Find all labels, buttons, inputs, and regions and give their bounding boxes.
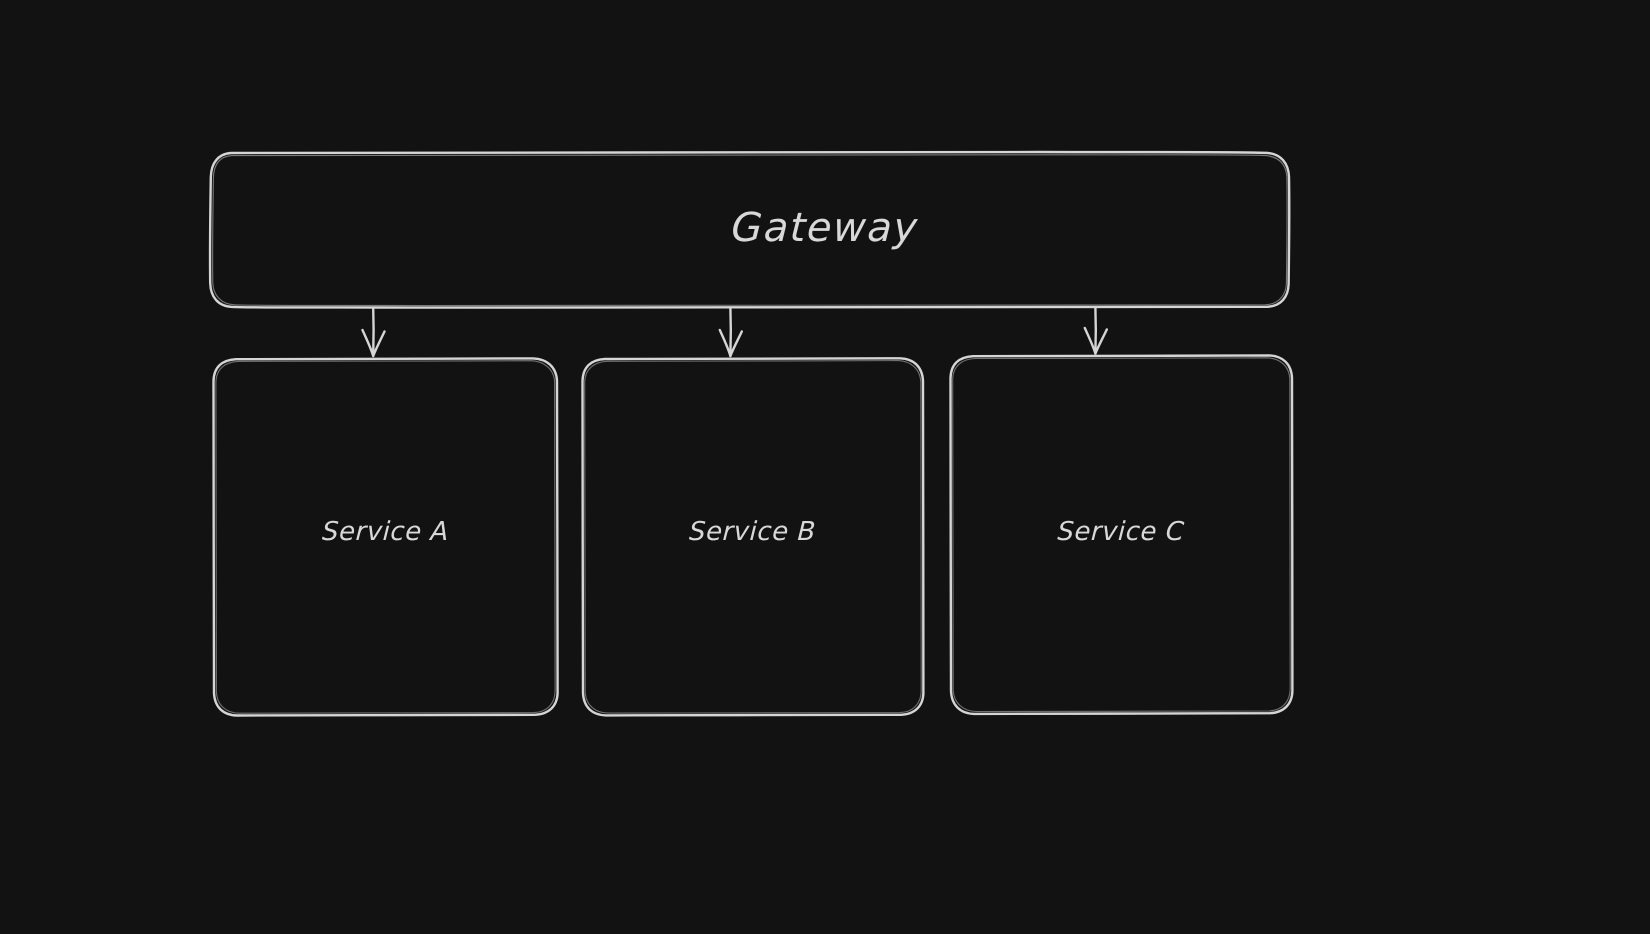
- gateway-to-service-c-arrow[interactable]: [1083, 306, 1108, 355]
- service-a-label: Service A: [321, 517, 450, 547]
- service-a-outline-stroke-1: [212, 357, 559, 717]
- service-b-node-shape[interactable]: [581, 357, 925, 717]
- service-b-outline-stroke-1: [581, 357, 925, 717]
- service-b-outline-stroke-2: [584, 360, 922, 714]
- service-b-label: Service B: [688, 517, 817, 547]
- arrowhead-a: [361, 328, 375, 358]
- service-c-outline-stroke-2: [952, 357, 1291, 713]
- service-a-node-shape[interactable]: [212, 357, 559, 717]
- arrowhead-c-right: [1094, 328, 1108, 355]
- service-c-node-shape[interactable]: [949, 354, 1294, 716]
- gateway-outline-stroke-1: [208, 150, 1291, 309]
- arrowhead-b-right: [729, 330, 743, 358]
- service-c-label: Service C: [1056, 517, 1186, 547]
- gateway-to-service-b-arrow[interactable]: [718, 306, 743, 358]
- arrowhead-b: [718, 328, 732, 358]
- gateway-to-service-a-arrow[interactable]: [361, 306, 386, 358]
- service-c-outline-stroke-1: [949, 354, 1294, 716]
- service-a-outline-stroke-2: [215, 360, 556, 714]
- gateway-node-shape[interactable]: [208, 150, 1291, 309]
- gateway-outline-stroke-2: [212, 154, 1288, 307]
- gateway-label: Gateway: [730, 205, 920, 251]
- arrowhead-c: [1083, 326, 1097, 355]
- arrowhead-a-right: [372, 330, 386, 358]
